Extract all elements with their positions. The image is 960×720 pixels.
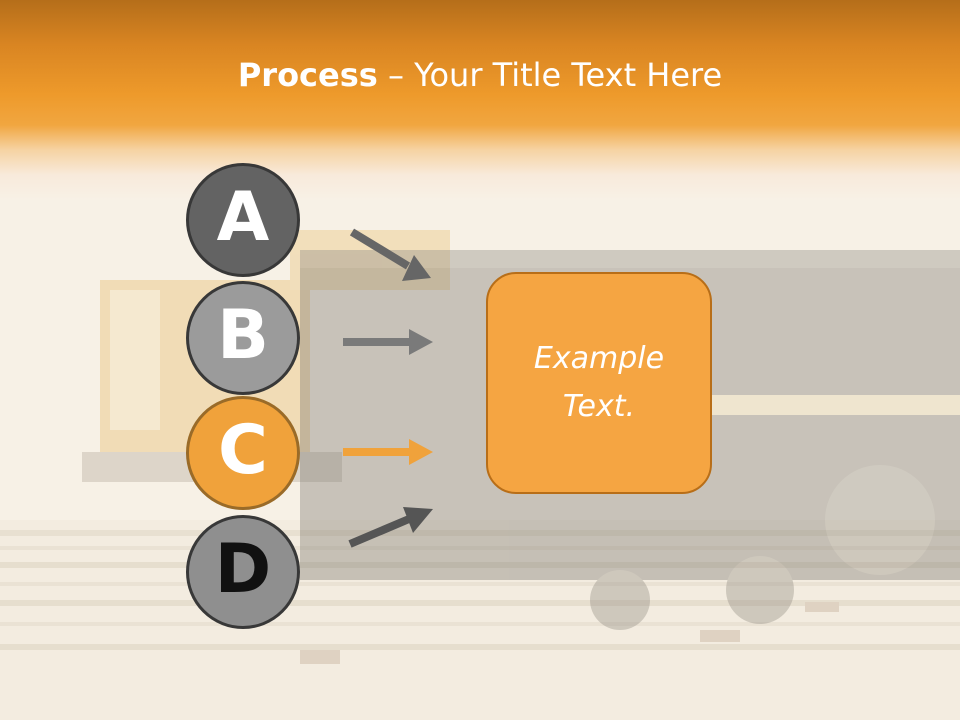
example-text-box: Example Text. (486, 272, 712, 494)
step-d-circle: D (186, 515, 300, 629)
step-a-letter: A (216, 178, 270, 257)
header-band (0, 0, 960, 200)
step-d-letter: D (214, 530, 272, 609)
step-c-letter: C (218, 411, 268, 490)
title-bold: Process (237, 56, 378, 94)
step-b-letter: B (217, 296, 269, 375)
step-b-circle: B (186, 281, 300, 395)
arrow-d (348, 507, 433, 548)
step-c-circle: C (186, 396, 300, 510)
slide-title: Process – Your Title Text Here (0, 52, 960, 98)
example-text: Example Text. (533, 341, 665, 424)
arrow-c (343, 439, 433, 465)
step-a-circle: A (186, 163, 300, 277)
title-text: – Your Title Text Here (377, 56, 723, 94)
arrow-b (343, 329, 433, 355)
arrow-a (349, 228, 431, 281)
